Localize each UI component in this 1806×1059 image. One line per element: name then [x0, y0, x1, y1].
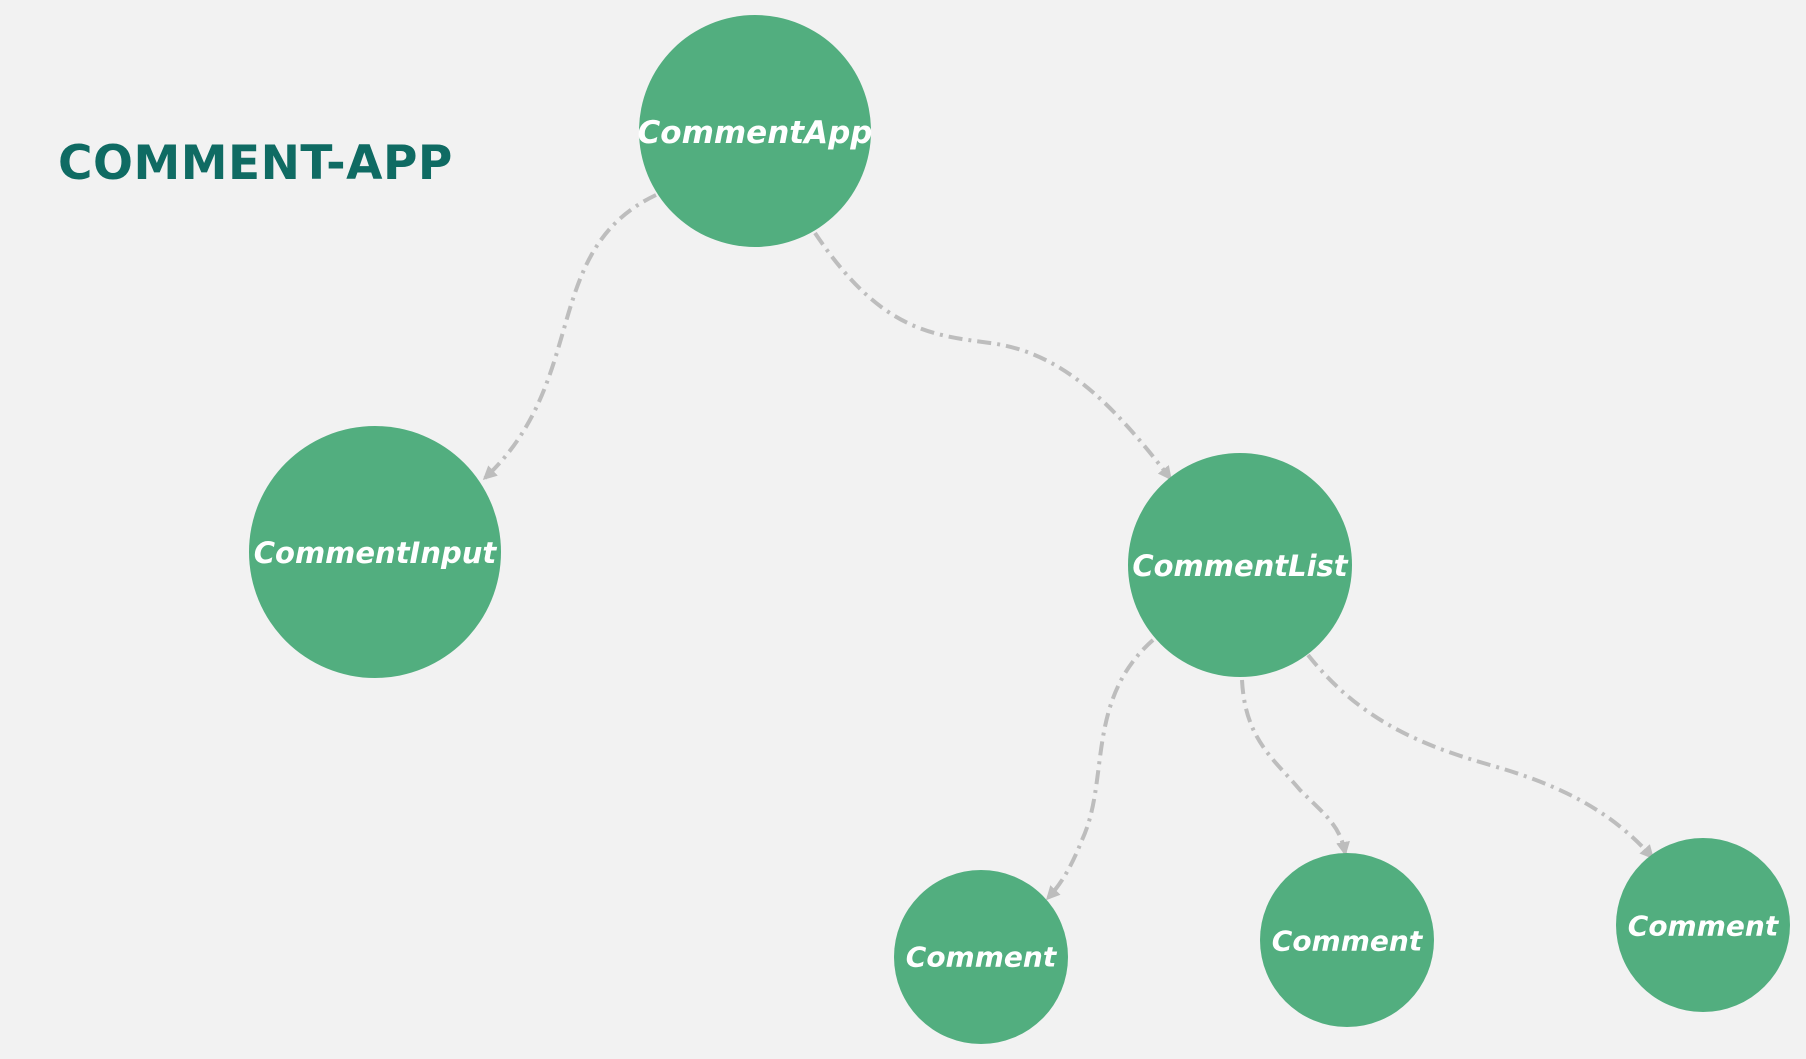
node-commentapp-label: CommentApp — [638, 115, 873, 151]
edge-commentapp-commentinput — [482, 193, 657, 481]
diagram-title: COMMENT-APP — [58, 136, 453, 191]
node-comment-3-label: Comment — [1628, 910, 1780, 943]
edge-commentlist-comment-2 — [1240, 679, 1350, 856]
edge-commentlist-comment-3 — [1306, 653, 1654, 860]
node-commentinput-label: CommentInput — [254, 536, 498, 570]
node-comment-2[interactable]: Comment — [1260, 853, 1434, 1027]
edges-layer — [482, 193, 1654, 901]
node-comment-1[interactable]: Comment — [894, 870, 1068, 1044]
edge-commentapp-commentlist — [813, 231, 1172, 481]
node-comment-2-circle — [1260, 853, 1434, 1027]
edge-commentlist-comment-1 — [1045, 638, 1155, 901]
node-comment-1-circle — [894, 870, 1068, 1044]
node-comment-2-label: Comment — [1272, 925, 1424, 958]
node-commentlist-label: CommentList — [1132, 549, 1348, 583]
node-comment-3-circle — [1616, 838, 1790, 1012]
node-comment-1-label: Comment — [906, 941, 1058, 974]
node-commentapp-circle — [639, 15, 871, 247]
node-commentinput[interactable]: CommentInput — [249, 426, 501, 678]
node-commentlist-circle — [1128, 453, 1352, 677]
node-commentinput-circle — [249, 426, 501, 678]
node-comment-3[interactable]: Comment — [1616, 838, 1790, 1012]
node-commentlist[interactable]: CommentList — [1128, 453, 1352, 677]
node-commentapp[interactable]: CommentApp — [638, 15, 873, 247]
